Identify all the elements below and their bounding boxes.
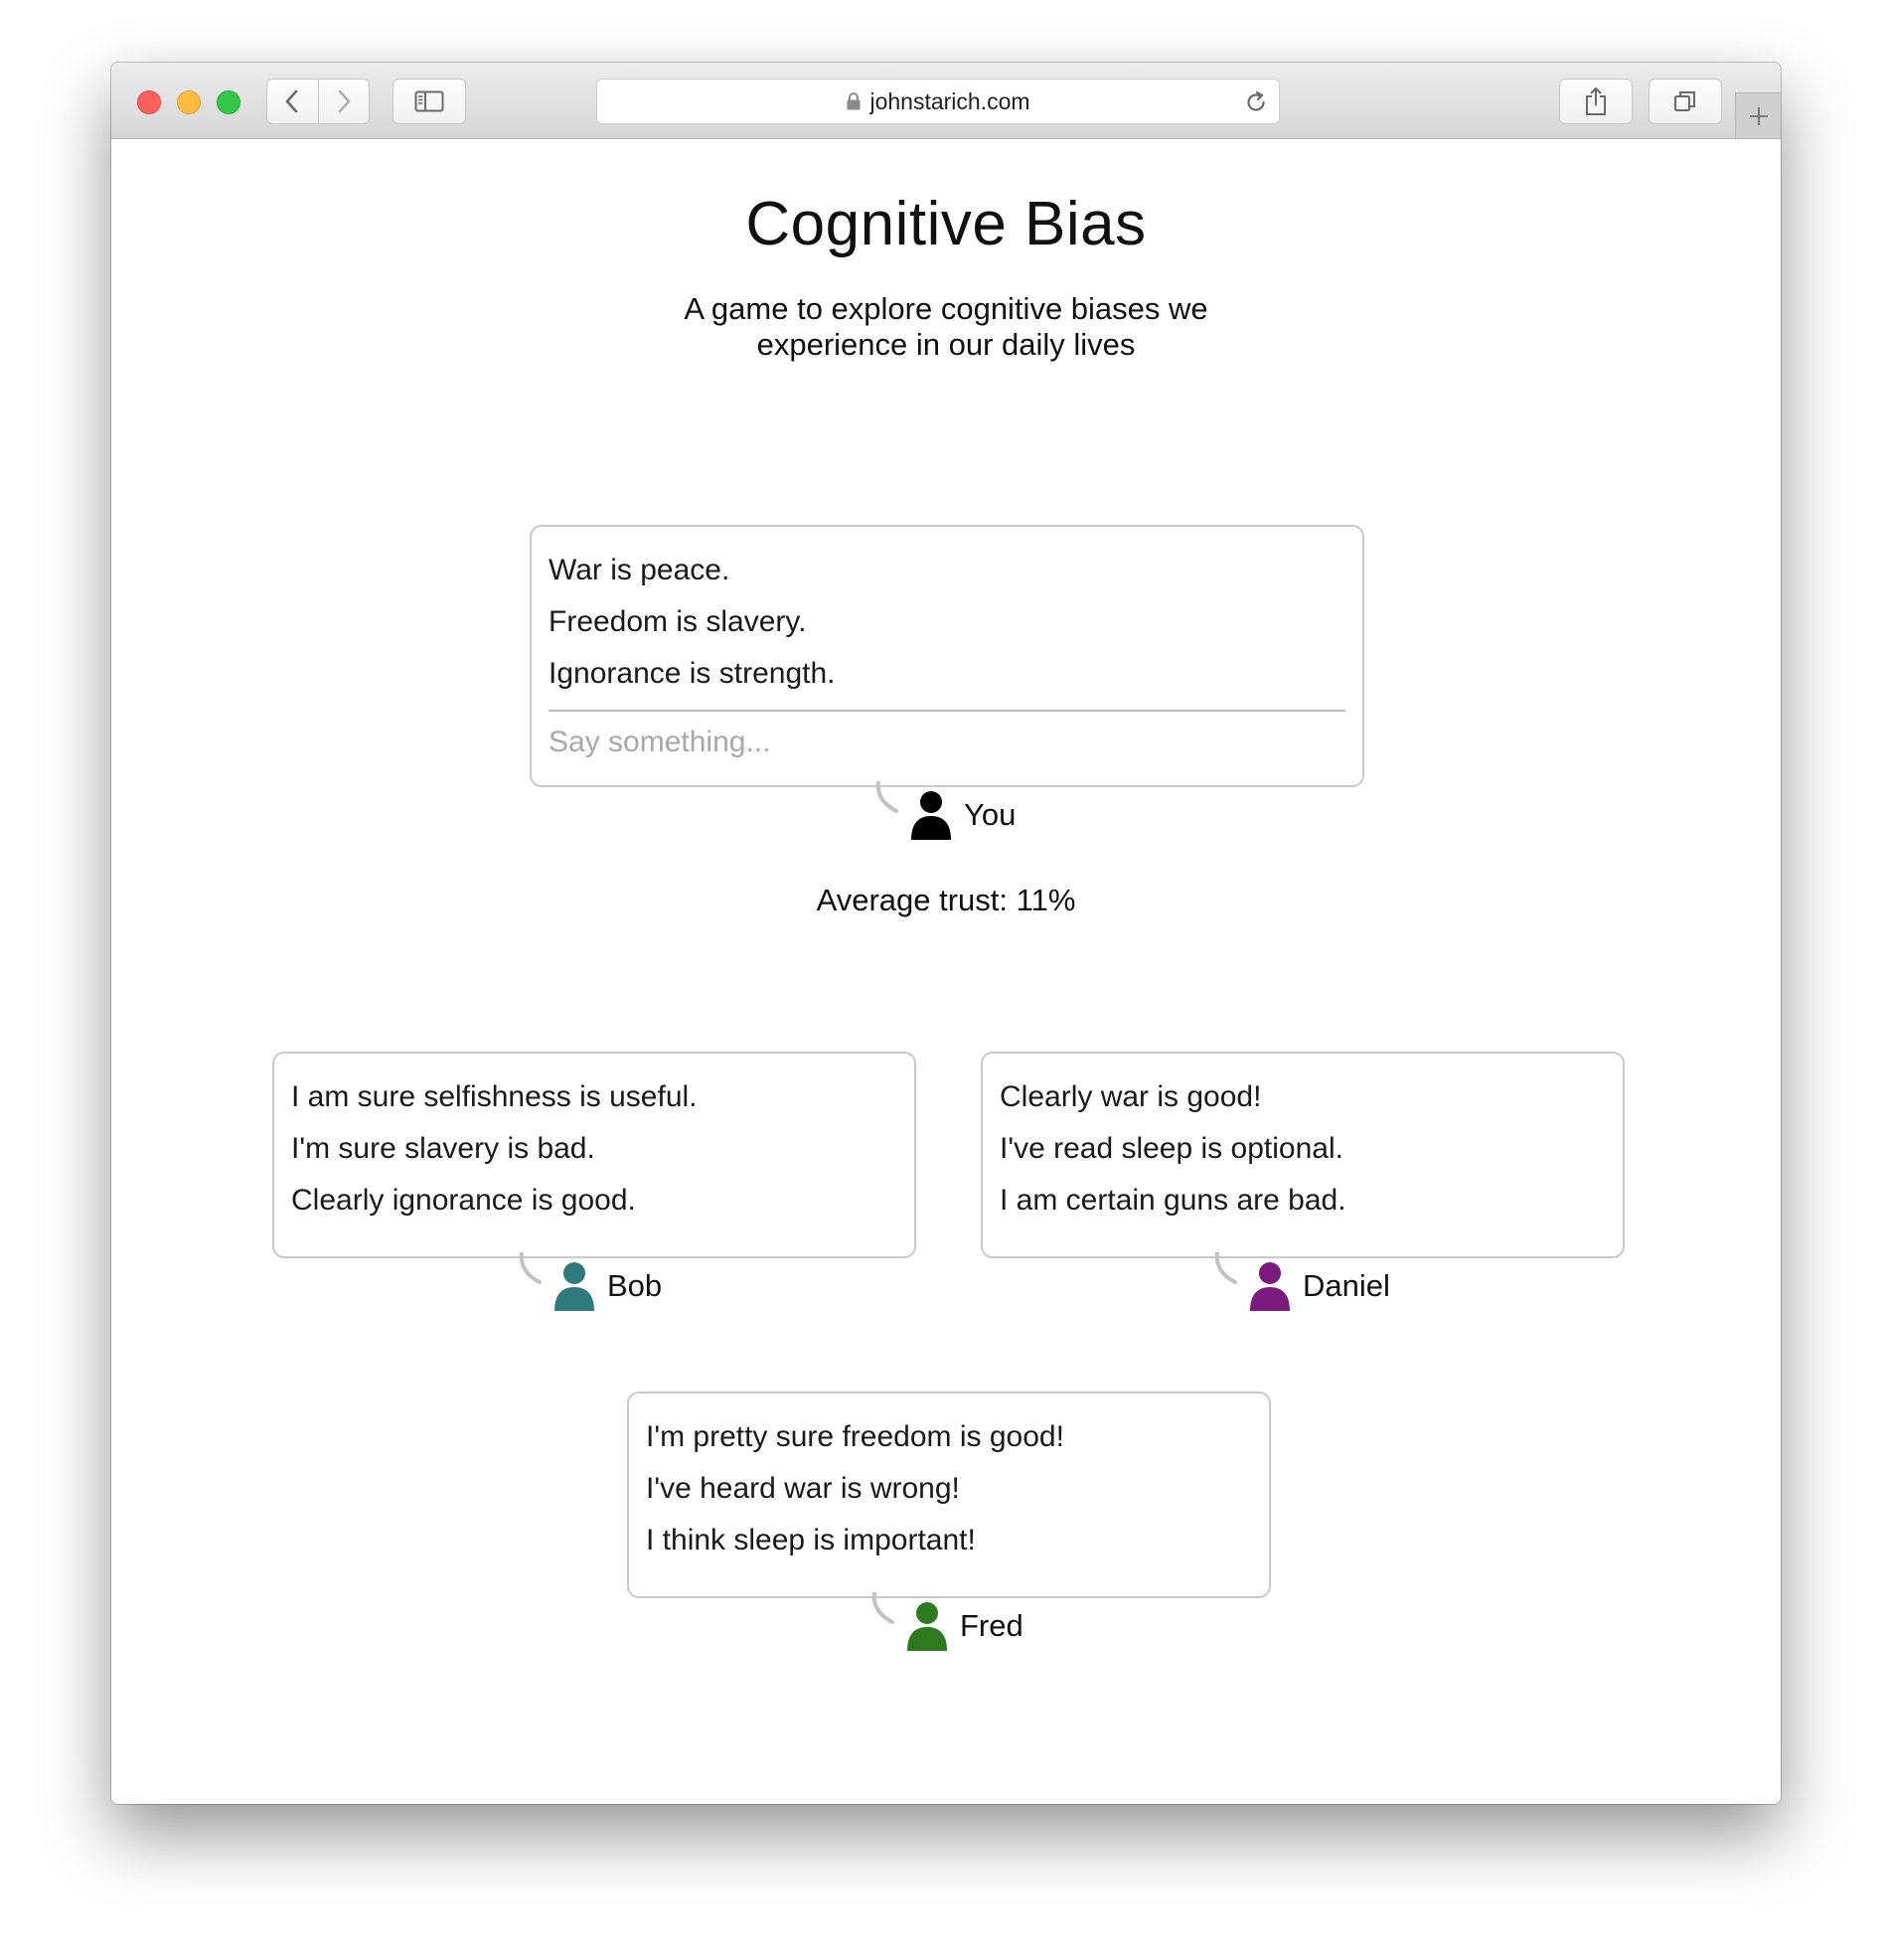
player-line: Freedom is slavery. xyxy=(549,605,807,638)
browser-toolbar: johnstarich.com xyxy=(111,63,1781,139)
speech-tail xyxy=(519,1252,542,1284)
say-something-input[interactable] xyxy=(549,710,1345,773)
daniel-line: Clearly war is good! xyxy=(1000,1080,1262,1113)
person-icon xyxy=(1250,1262,1290,1311)
tabs-overview-button[interactable] xyxy=(1649,79,1722,124)
person-icon xyxy=(554,1262,594,1311)
daniel-line: I've read sleep is optional. xyxy=(1000,1132,1343,1165)
close-window-button[interactable] xyxy=(137,90,161,114)
speech-tail xyxy=(871,1592,894,1624)
sidebar-icon xyxy=(414,90,444,112)
chevron-right-icon xyxy=(338,89,351,113)
chevron-left-icon xyxy=(285,89,298,113)
speech-tail xyxy=(1214,1252,1237,1284)
speech-tail xyxy=(875,781,898,813)
plus-icon xyxy=(1749,106,1768,125)
average-trust: Average trust: 11% xyxy=(816,883,1076,917)
daniel-speaker: Daniel xyxy=(1213,1252,1390,1316)
fred-line: I'm pretty sure freedom is good! xyxy=(646,1420,1064,1453)
player-speaker: You xyxy=(874,781,1017,845)
bob-line: I am sure selfishness is useful. xyxy=(291,1080,698,1113)
back-button[interactable] xyxy=(267,80,319,123)
sidebar-button[interactable] xyxy=(393,79,466,124)
share-icon xyxy=(1586,87,1606,115)
bob-line: I'm sure slavery is bad. xyxy=(291,1132,595,1165)
browser-window: johnstarich.com Cognitive Bias A game to… xyxy=(111,63,1781,1804)
tabs-overview-icon xyxy=(1674,91,1695,111)
bob-name: Bob xyxy=(607,1268,663,1303)
reload-icon[interactable] xyxy=(1243,89,1269,115)
player-speech-bubble: War is peace. Freedom is slavery. Ignora… xyxy=(530,525,1364,787)
fred-name: Fred xyxy=(960,1608,1023,1643)
url-text: johnstarich.com xyxy=(869,87,1030,114)
page-title: Cognitive Bias xyxy=(745,190,1147,258)
share-button[interactable] xyxy=(1559,79,1633,124)
zoom-window-button[interactable] xyxy=(217,90,240,114)
player-name: You xyxy=(964,797,1017,832)
player-line: War is peace. xyxy=(549,554,730,586)
address-bar-content: johnstarich.com xyxy=(597,80,1279,123)
lock-icon xyxy=(847,92,861,110)
fred-speech-bubble: I'm pretty sure freedom is good! I've he… xyxy=(627,1391,1271,1598)
daniel-line: I am certain guns are bad. xyxy=(1000,1184,1346,1217)
daniel-name: Daniel xyxy=(1303,1268,1390,1303)
page-subtitle: A game to explore cognitive biases we ex… xyxy=(684,291,1208,362)
new-tab-button[interactable] xyxy=(1735,92,1781,138)
navigation-buttons xyxy=(266,79,370,124)
address-bar[interactable]: johnstarich.com xyxy=(596,79,1280,124)
bob-speech-bubble: I am sure selfishness is useful. I'm sur… xyxy=(272,1052,916,1258)
bob-speaker: Bob xyxy=(518,1252,663,1316)
fred-line: I think sleep is important! xyxy=(646,1524,976,1556)
bob-line: Clearly ignorance is good. xyxy=(291,1184,636,1217)
person-icon xyxy=(911,791,951,840)
page-content: Cognitive Bias A game to explore cogniti… xyxy=(111,139,1781,1804)
fred-line: I've heard war is wrong! xyxy=(646,1472,960,1505)
fred-speaker: Fred xyxy=(870,1592,1023,1656)
minimize-window-button[interactable] xyxy=(177,90,201,114)
daniel-speech-bubble: Clearly war is good! I've read sleep is … xyxy=(981,1052,1625,1258)
forward-button[interactable] xyxy=(319,80,370,123)
person-icon xyxy=(907,1602,947,1651)
player-line: Ignorance is strength. xyxy=(549,657,836,690)
